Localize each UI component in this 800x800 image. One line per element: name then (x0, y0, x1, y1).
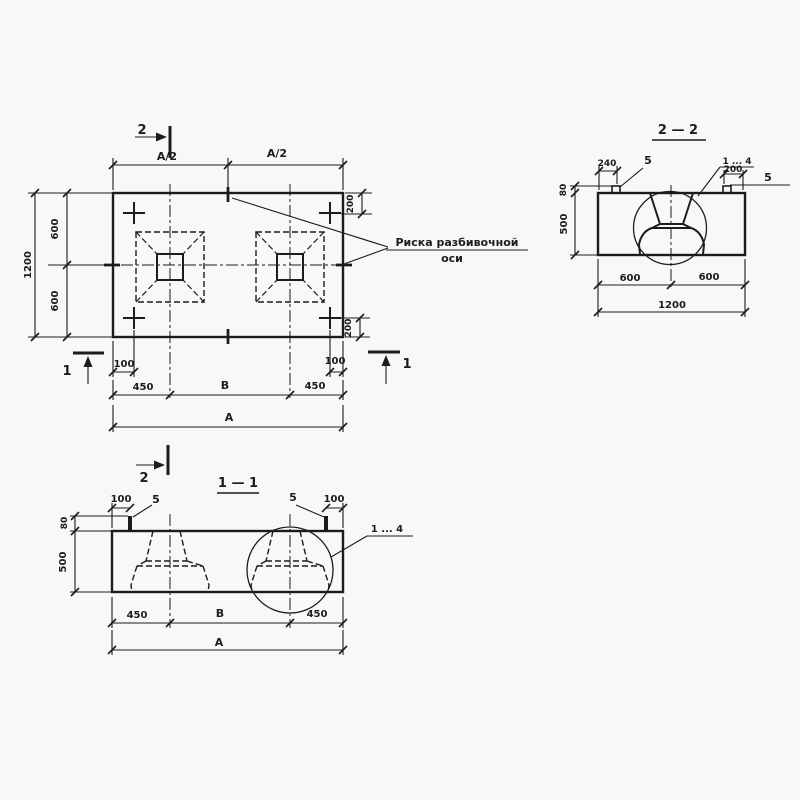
section-1-1-callout-leaders (132, 504, 413, 558)
section-1-1-dim-b: В (216, 607, 224, 620)
section-2-2-dim-200: 200 (724, 165, 743, 175)
plan-dim-600-upper: 600 (50, 219, 61, 240)
section-2-2-dimension-lines (574, 170, 745, 313)
plan-dim-600-lower: 600 (50, 291, 61, 312)
plan-cut-arrow-1-left-head (83, 356, 93, 367)
plan-socket-diagonals (135, 231, 325, 303)
section-1-1-title: 1 — 1 (218, 476, 258, 491)
section-2-2-dimension-ticks (570, 166, 750, 317)
section-2-2-extension-lines (570, 166, 746, 317)
section-2-2-dim-80: 80 (559, 184, 569, 197)
section-1-1-dim-100-right: 100 (324, 494, 345, 505)
section-2-2-callout-5-left: 5 (644, 154, 652, 167)
plan-socket-right-inner (276, 253, 304, 281)
plan-cut-lines-1 (73, 350, 400, 355)
plan-socket-left-inner (156, 253, 184, 281)
plan-dim-a: А (225, 411, 234, 424)
section-1-1-extension-lines (70, 503, 344, 655)
plan-cut-label-1-right: 1 (402, 357, 411, 372)
section-2-2-detail-circle (632, 190, 708, 266)
section-2-2-tab-left (611, 185, 621, 194)
plan-dim-b: В (221, 379, 229, 392)
section-1-1-cut-label-2: 2 (139, 471, 148, 486)
section-1-1-callout-5-right: 5 (289, 491, 297, 504)
section-2-2-dim-240: 240 (598, 159, 617, 169)
plan-note-line2: оси (441, 252, 463, 265)
section-1-1-tab-left (128, 516, 132, 531)
plan-dim-200-bottom-right: 200 (344, 319, 354, 338)
plan-cut-arrow-2-head (156, 132, 167, 142)
plan-dim-a-half-right: А/2 (267, 147, 287, 160)
section-2-2-view: 2 — 2 240 5 1 ... 4 200 5 80 500 600 600… (559, 123, 790, 317)
section-1-1-block-outline (110, 529, 345, 594)
plan-cut-arrow-1-right-head (381, 355, 391, 366)
section-1-1-centerlines (169, 514, 291, 628)
plan-socket-left-outer (135, 231, 205, 303)
section-1-1-dim-a: А (215, 636, 224, 649)
plan-dim-a-half-left: А/2 (157, 150, 177, 163)
plan-dim-100-left: 100 (114, 359, 135, 370)
plan-dim-450-left: 450 (133, 382, 154, 393)
section-1-1-callout-range: 1 ... 4 (371, 524, 403, 535)
section-1-1-dimension-ticks (70, 503, 348, 655)
plan-axis-marks (104, 187, 352, 344)
section-2-2-callout-5-right: 5 (764, 171, 772, 184)
section-2-2-callout-range: 1 ... 4 (722, 157, 751, 167)
section-1-1-tab-right (324, 516, 328, 531)
section-2-2-title: 2 — 2 (658, 123, 698, 138)
plan-dim-100-right: 100 (325, 356, 346, 367)
plan-dim-1200: 1200 (23, 251, 34, 279)
section-2-2-callout-leaders (619, 166, 790, 197)
section-2-2-dim-1200: 1200 (658, 300, 686, 311)
section-1-1-cut-arrow-2-head (154, 460, 165, 470)
section-1-1-dim-450-right: 450 (307, 609, 328, 620)
section-2-2-dim-600-left: 600 (620, 273, 641, 284)
plan-note-line1: Риска разбивочной (395, 236, 518, 249)
section-2-2-dim-600-right: 600 (699, 272, 720, 283)
plan-view: 2 1 1 Риска разбивочной оси А/2 А/2 200 … (23, 123, 528, 432)
plan-cut-label-2: 2 (137, 123, 146, 138)
section-1-1-callout-5-left: 5 (152, 493, 160, 506)
section-1-1-dim-100-left: 100 (111, 494, 132, 505)
section-1-1-dim-500: 500 (58, 552, 69, 573)
plan-cut-label-1-left: 1 (62, 364, 71, 379)
plan-socket-right-outer (255, 231, 325, 303)
plan-extension-lines (28, 158, 372, 432)
section-2-2-tab-right (722, 185, 732, 194)
plan-dim-450-right: 450 (305, 381, 326, 392)
plan-note-leader-lines (231, 197, 528, 265)
section-1-1-view: 2 1 — 1 100 100 5 5 1 ... 4 80 500 450 В… (58, 445, 413, 655)
section-2-2-dim-500: 500 (559, 214, 570, 235)
plan-dim-200-top-right: 200 (346, 195, 356, 214)
plan-loop-crosses (123, 202, 341, 329)
section-1-1-dim-80: 80 (60, 517, 70, 530)
section-1-1-dim-450-left: 450 (127, 610, 148, 621)
section-1-1-dimension-lines (74, 507, 343, 651)
plan-dimension-ticks (30, 160, 367, 432)
